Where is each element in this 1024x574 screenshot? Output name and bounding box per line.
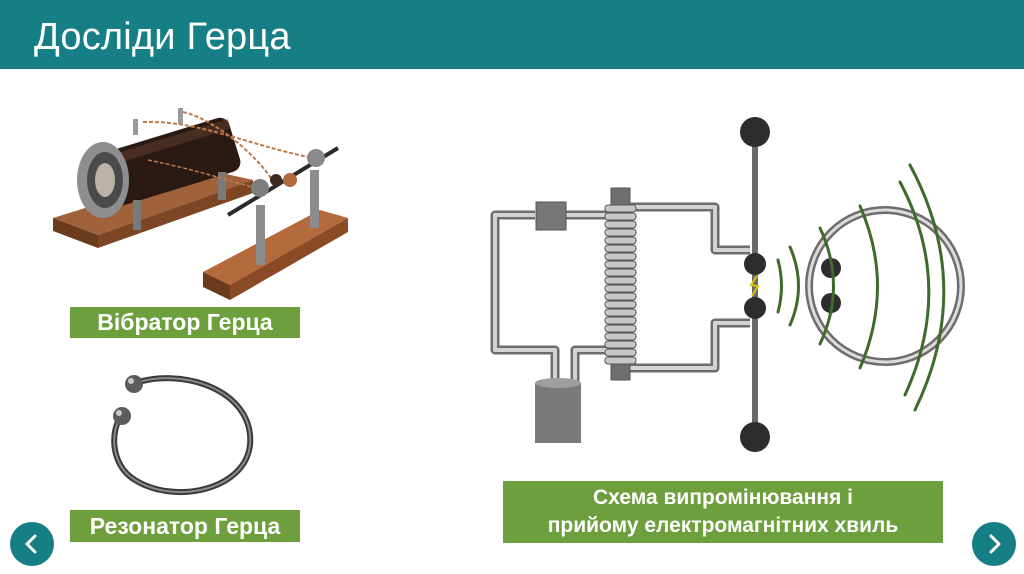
next-slide-button[interactable] [972, 522, 1016, 566]
scheme-caption: Схема випромінювання і прийому електрома… [503, 481, 943, 543]
vibrator-caption: Вібратор Герца [70, 307, 300, 338]
hertz-vibrator-illustration [53, 108, 348, 300]
title-bar: Досліди Герца [0, 0, 1024, 69]
emission-reception-scheme [490, 117, 965, 452]
resonator-caption: Резонатор Герца [70, 510, 300, 542]
scheme-caption-line2: прийому електромагнітних хвиль [547, 514, 899, 537]
scheme-caption-line1: Схема випромінювання і [593, 486, 853, 509]
hertz-resonator-illustration [111, 375, 254, 496]
chevron-left-icon [25, 534, 37, 554]
slide-title: Досліди Герца [34, 16, 291, 58]
chevron-right-icon [989, 534, 1001, 554]
previous-slide-button[interactable] [10, 522, 54, 566]
